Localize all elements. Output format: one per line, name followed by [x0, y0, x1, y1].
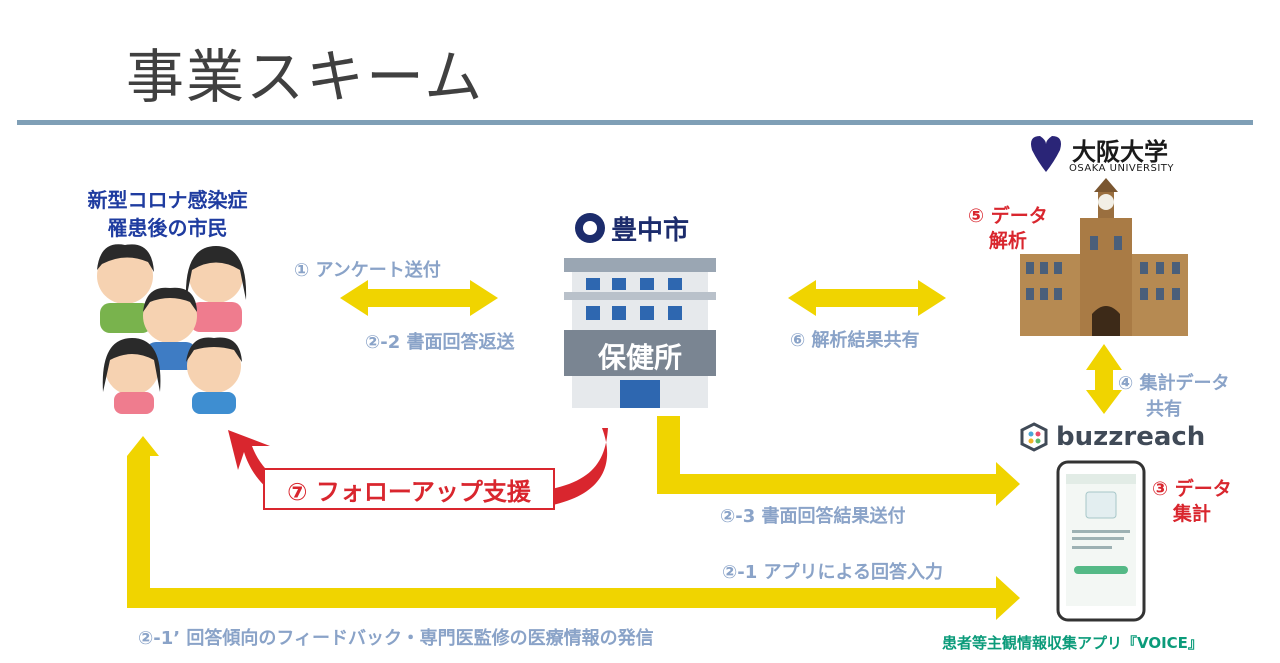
page-title: 事業スキーム [126, 43, 485, 111]
step4-label-line2: 共有 [1146, 399, 1182, 420]
buzzreach-logo-icon [1020, 422, 1048, 452]
citizens-label: 新型コロナ感染症 罹患後の市民 [60, 186, 275, 242]
app-name: 患者等主観情報収集アプリ『VOICE』 [942, 634, 1203, 652]
arrow-aggregate-share [1086, 344, 1122, 414]
citizens-label-line1: 新型コロナ感染症 [87, 188, 248, 212]
health-center-label: 保健所 [597, 341, 682, 374]
arrow-survey-exchange [340, 280, 498, 316]
step5-label: ⑤ データ 解析 [968, 204, 1048, 254]
step1-label: ① アンケート送付 [294, 260, 441, 281]
osaka-university-logo-icon [1031, 136, 1061, 172]
city-name: 豊中市 [611, 216, 690, 246]
arrow-app-feedback [127, 436, 1020, 620]
university-building [1020, 178, 1188, 336]
step5-label-line2: 解析 [988, 230, 1027, 252]
smartphone-illustration [1056, 460, 1146, 622]
arrow-written-results [657, 416, 1020, 506]
toyonaka-logo-icon [575, 213, 605, 243]
citizens-illustration [97, 244, 247, 414]
title-divider [17, 120, 1253, 125]
step2-1b-label: ②-1’ 回答傾向のフィードバック・専門医監修の医療情報の発信 [138, 628, 654, 649]
step7-followup-label: ⑦ フォローアップ支援 [263, 468, 555, 510]
university-name: 大阪大学 [1072, 138, 1168, 166]
step2-3-label: ②-3 書面回答結果送付 [720, 506, 906, 527]
university-name-en: OSAKA UNIVERSITY [1069, 163, 1175, 174]
step3-label-line1: ③ データ [1152, 478, 1232, 500]
step3-label-line2: 集計 [1172, 503, 1211, 525]
arrow-analysis-share [788, 280, 946, 316]
citizens-label-line2: 罹患後の市民 [107, 216, 228, 240]
health-center-building [564, 258, 716, 408]
step2-2-label: ②-2 書面回答返送 [365, 332, 515, 353]
company-name: buzzreach [1056, 422, 1206, 452]
step4-label: ④ 集計データ 共有 [1118, 371, 1230, 423]
step5-label-line1: ⑤ データ [968, 205, 1048, 227]
step4-label-line1: ④ 集計データ [1118, 373, 1230, 394]
step2-1-label: ②-1 アプリによる回答入力 [722, 562, 943, 583]
step3-label: ③ データ 集計 [1152, 477, 1232, 527]
step6-label: ⑥ 解析結果共有 [790, 330, 920, 351]
